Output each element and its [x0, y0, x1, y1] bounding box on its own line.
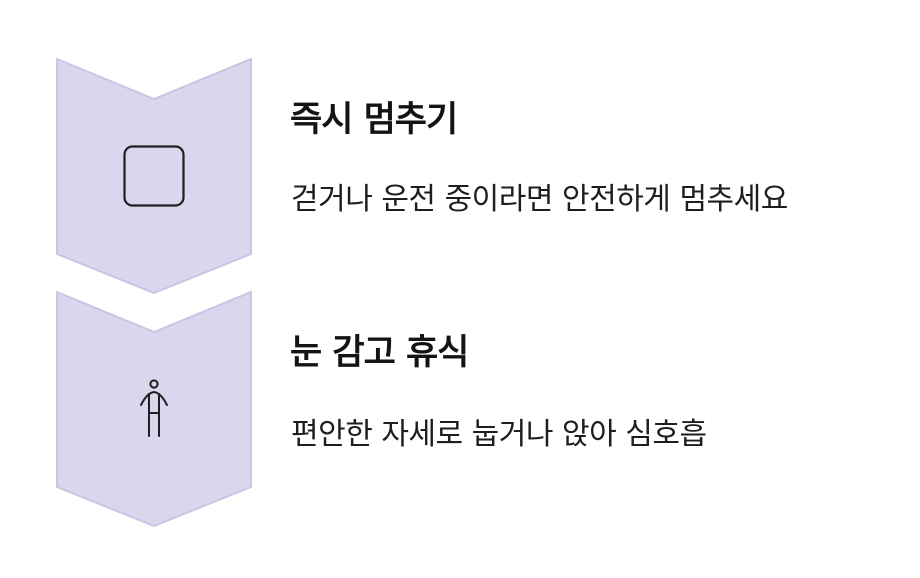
step-description: 편안한 자세로 눕거나 앉아 심호흡	[291, 417, 707, 452]
step-title: 눈 감고 휴식	[290, 333, 469, 373]
step-title: 즉시 멈추기	[290, 100, 458, 140]
step-chevron-badge	[56, 291, 252, 527]
step-description: 걷거나 운전 중이라면 안전하게 멈추세요	[291, 182, 788, 217]
stop-square-icon	[123, 145, 185, 207]
step-chevron-badge	[56, 58, 252, 294]
person-resting-icon	[140, 379, 168, 437]
